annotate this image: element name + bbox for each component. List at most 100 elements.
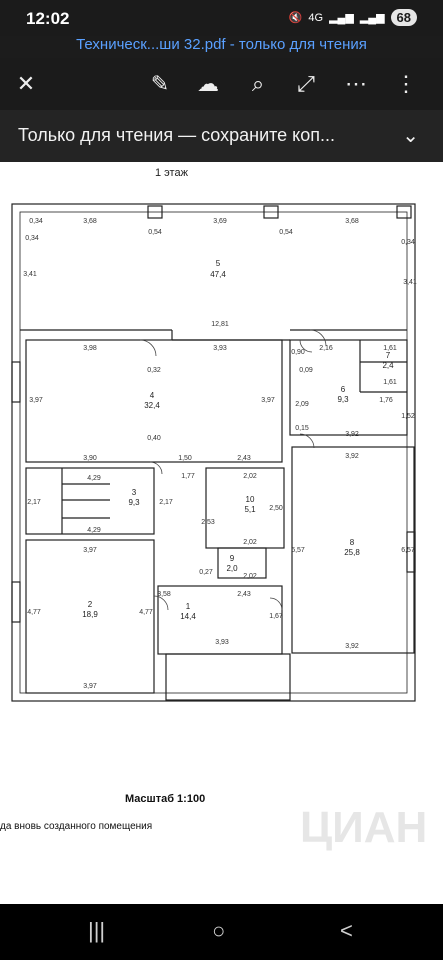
- dim-label: 2,16: [319, 345, 333, 352]
- outer-wall: [11, 203, 416, 702]
- edit-icon[interactable]: ✎: [150, 71, 170, 96]
- status-bar: 12:02 🔇 4G ▂▄▆ ▂▄▆ 68: [0, 0, 443, 36]
- dim-label: 1,52: [401, 413, 415, 420]
- dim-label: 1,61: [383, 379, 397, 386]
- toolbar: ✕ ✎ ☁ ⌕ ⤢ ⋯ ⋮: [0, 58, 443, 110]
- dim-label: 1,61: [383, 345, 397, 352]
- dim-label: 1,76: [379, 397, 393, 404]
- dim-label: 4,29: [87, 527, 101, 534]
- room-7-id: 7: [386, 351, 391, 360]
- dim-label: 4,77: [139, 609, 153, 616]
- room-9-area: 2,0: [226, 564, 238, 573]
- dim-label: 0,54: [148, 229, 162, 236]
- clock: 12:02: [26, 9, 70, 28]
- mute-icon: 🔇: [288, 12, 303, 24]
- recent-apps-icon[interactable]: |||: [88, 918, 106, 943]
- dim-label: 1,67: [269, 613, 283, 620]
- room-1-id: 1: [186, 602, 191, 611]
- dim-label: 2,53: [201, 519, 215, 526]
- dim-label: 3,41: [403, 279, 417, 286]
- room-5-area: 47,4: [210, 270, 226, 279]
- dim-label: 3,41: [23, 271, 37, 278]
- floor-label: 1 этаж: [155, 167, 189, 179]
- room-3-area: 9,3: [128, 498, 140, 507]
- dim-label: 3,97: [261, 397, 275, 404]
- dim-label: 0,15: [295, 425, 309, 432]
- network-type: 4G: [308, 11, 324, 24]
- share-icon[interactable]: ⋯: [345, 71, 367, 96]
- dim-label: 3,69: [213, 218, 227, 225]
- dim-label: 0,27: [199, 569, 213, 576]
- battery-badge: 68: [390, 9, 417, 26]
- room-4-id: 4: [150, 391, 155, 400]
- dim-label: 6,57: [401, 547, 415, 554]
- system-nav-bar: ||| ○ <: [0, 904, 443, 960]
- dim-label: 3,68: [345, 218, 359, 225]
- room-7-area: 2,4: [382, 361, 394, 370]
- room-8-id: 8: [350, 538, 355, 547]
- room-3-id: 3: [132, 488, 137, 497]
- dim-label: 2,02: [243, 573, 257, 580]
- file-title: Техническ...ши 32.pdf - только для чтени…: [76, 36, 367, 53]
- search-icon[interactable]: ⌕: [251, 71, 265, 96]
- dim-label: 0,34: [401, 239, 415, 246]
- dim-label: 0,34: [25, 235, 39, 242]
- signal-icon: ▂▄▆: [329, 12, 354, 24]
- room-10-area: 5,1: [244, 505, 256, 514]
- expand-icon[interactable]: ⤢: [297, 71, 315, 96]
- room-6-area: 9,3: [337, 395, 349, 404]
- dim-label: 2,17: [27, 499, 41, 506]
- dim-label: 2,43: [237, 455, 251, 462]
- room-2-area: 18,9: [82, 610, 98, 619]
- dim-label: 0,90: [291, 349, 305, 356]
- inner-wall: [19, 211, 408, 694]
- scale-label: Масштаб 1:100: [125, 793, 205, 805]
- dim-label: 2,02: [243, 473, 257, 480]
- dim-label: 0,54: [279, 229, 293, 236]
- dim-label: 3,93: [213, 345, 227, 352]
- signal-icon-2: ▂▄▆: [359, 12, 385, 24]
- dim-label: 3,97: [83, 547, 97, 554]
- banner-text: Только для чтения — сохраните коп...: [18, 125, 336, 145]
- dim-label: 2,17: [159, 499, 173, 506]
- dim-label: 3,92: [345, 431, 359, 438]
- upload-cloud-icon[interactable]: ☁: [197, 71, 219, 96]
- status-icons: 🔇 4G ▂▄▆ ▂▄▆ 68: [289, 9, 417, 26]
- watermark-logo: ЦИАН: [300, 803, 427, 852]
- dim-label: 4,77: [27, 609, 41, 616]
- dim-label: 12,81: [211, 321, 229, 328]
- dim-label: 0,40: [147, 435, 161, 442]
- dim-label: 2,50: [269, 505, 283, 512]
- dim-label: 3,92: [345, 643, 359, 650]
- dim-label: 3,93: [215, 639, 229, 646]
- dim-label: 3,92: [345, 453, 359, 460]
- dim-label: 0,09: [299, 367, 313, 374]
- dim-label: 6,57: [291, 547, 305, 554]
- dim-label: 3,58: [157, 591, 171, 598]
- dim-label: 3,97: [83, 683, 97, 690]
- dim-label: 1,77: [181, 473, 195, 480]
- dim-label: 0,32: [147, 367, 161, 374]
- room-5-id: 5: [216, 259, 221, 268]
- dim-label: 0,34: [29, 218, 43, 225]
- room-6-id: 6: [341, 385, 346, 394]
- room-10-id: 10: [246, 495, 255, 504]
- dim-label: 2,09: [295, 401, 309, 408]
- pdf-page[interactable]: 1 этаж 5 47,4 4 32,4 6 9,3 7 2,4 3 9,3 1…: [0, 162, 443, 904]
- dim-label: 3,90: [83, 455, 97, 462]
- room-9-id: 9: [230, 554, 235, 563]
- more-icon[interactable]: ⋮: [395, 71, 417, 96]
- back-icon[interactable]: <: [340, 918, 353, 943]
- dim-label: 4,29: [87, 475, 101, 482]
- read-only-banner[interactable]: Только для чтения — сохраните коп... ⌄: [0, 110, 443, 162]
- chevron-down-icon[interactable]: ⌄: [402, 125, 419, 147]
- close-icon[interactable]: ✕: [16, 71, 36, 96]
- room-2-id: 2: [88, 600, 93, 609]
- dim-label: 2,43: [237, 591, 251, 598]
- room-1-area: 14,4: [180, 612, 196, 621]
- floor-plan: 1 этаж 5 47,4 4 32,4 6 9,3 7 2,4 3 9,3 1…: [0, 167, 427, 852]
- room-8-area: 25,8: [344, 548, 360, 557]
- dim-label: 3,98: [83, 345, 97, 352]
- dim-label: 2,02: [243, 539, 257, 546]
- home-icon[interactable]: ○: [212, 918, 226, 943]
